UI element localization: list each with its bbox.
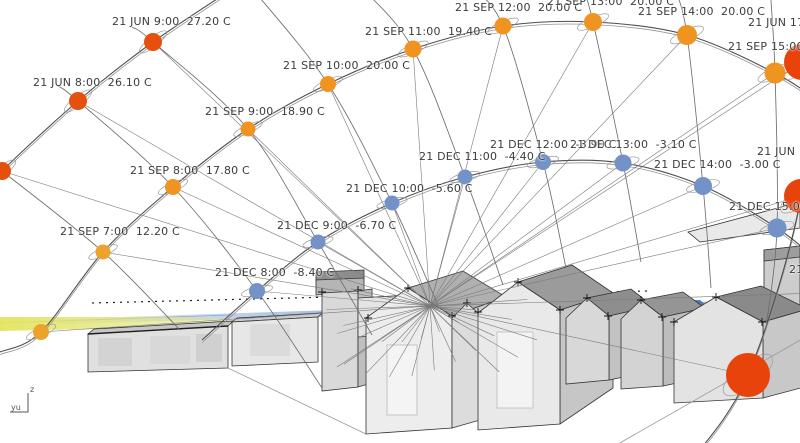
sun-ray-dec-10 <box>391 202 440 332</box>
sun-arc-jun-right <box>704 198 800 443</box>
sun-ray-dec-15 <box>343 227 778 326</box>
sun-ray-jun-17 <box>336 62 800 368</box>
sun-ray-dec-8 <box>256 290 474 311</box>
sun-dot-jun-7[interactable] <box>0 162 11 180</box>
hour-line-10:00 <box>261 0 439 306</box>
sun-ray-sep-11 <box>412 48 435 371</box>
sun-dot-sep-6[interactable] <box>33 324 49 340</box>
sun-ray-jun-19 <box>350 288 749 376</box>
sun-dot-sep-9[interactable] <box>240 121 256 137</box>
sun-dot-dec-15[interactable] <box>767 218 787 238</box>
sun-ray-jun-7 <box>1 170 538 341</box>
sun-dot-jun-17[interactable] <box>784 44 800 80</box>
sun-ray-sep-8 <box>172 186 495 337</box>
sun-ray-sep-6 <box>40 299 528 333</box>
sun-ray-sep-9 <box>247 128 476 351</box>
distant-roof-wedge <box>687 201 800 243</box>
sun-dot-dec-9[interactable] <box>310 234 326 250</box>
sun-dot-dec-12[interactable] <box>535 154 551 170</box>
sun-dot-sep-7[interactable] <box>95 244 111 260</box>
sun-ray-dec-16 <box>326 293 800 310</box>
sun-ray-dec-9 <box>317 241 459 323</box>
sun-arc-echo-jun-left <box>0 0 221 177</box>
hour-line-15:00 <box>765 0 778 329</box>
sun-dot-jun-9[interactable] <box>144 33 162 51</box>
sun-ray-dec-11 <box>421 176 466 339</box>
sun-ray-sep-15 <box>343 72 776 365</box>
sun-dot-sep-13[interactable] <box>584 13 602 31</box>
hour-line-13:00 <box>586 0 642 263</box>
sun-dot-sep-14[interactable] <box>677 25 697 45</box>
sun-dot-sep-8[interactable] <box>165 179 181 195</box>
sun-arc-jun-left <box>0 0 217 174</box>
sun-position-dots <box>0 13 800 397</box>
sun-rays <box>1 21 800 378</box>
sun-dot-sep-15[interactable] <box>764 62 786 84</box>
sun-dot-sep-12[interactable] <box>494 17 512 35</box>
sun-dot-jun-18[interactable] <box>784 179 800 213</box>
sun-dot-dec-11[interactable] <box>457 169 473 185</box>
building-massing-model <box>86 201 800 443</box>
sun-ray-dec-13 <box>381 162 624 343</box>
building-house-mini <box>451 302 481 429</box>
sun-dot-jun-8[interactable] <box>69 92 87 110</box>
sun-ray-sep-13 <box>389 21 594 378</box>
sun-ray-sep-14 <box>365 34 688 375</box>
sun-arc-echo-dec <box>201 162 800 343</box>
axis-triad: z yu <box>10 385 34 413</box>
sun-dot-sep-11[interactable] <box>404 40 422 58</box>
hour-line-7:00 <box>0 168 181 331</box>
sun-dot-dec-8[interactable] <box>249 283 265 299</box>
sun-ray-jun-18 <box>337 195 800 334</box>
sun-dot-dec-10[interactable] <box>384 195 400 211</box>
building-left-row <box>86 320 235 373</box>
entourage-dashes-left <box>91 296 333 304</box>
sun-dot-jun-19[interactable] <box>726 353 770 397</box>
hour-line-11:00 <box>373 0 504 286</box>
sun-ray-dec-12 <box>401 161 544 343</box>
ground-grid-line <box>618 339 800 443</box>
axis-z-label: z <box>30 385 34 394</box>
sun-arc-dec <box>201 159 800 341</box>
sun-dot-dec-14[interactable] <box>694 177 712 195</box>
axis-xy-label: yu <box>11 403 21 412</box>
sun-ray-dec-14 <box>361 185 704 337</box>
hour-line-12:00 <box>485 0 567 269</box>
sun-dot-dec-13[interactable] <box>614 154 632 172</box>
sun-ray-sep-7 <box>102 251 512 320</box>
sun-dot-sep-10[interactable] <box>320 76 336 92</box>
sun-ray-sep-10 <box>327 83 456 362</box>
hour-line-14:00 <box>678 0 712 289</box>
